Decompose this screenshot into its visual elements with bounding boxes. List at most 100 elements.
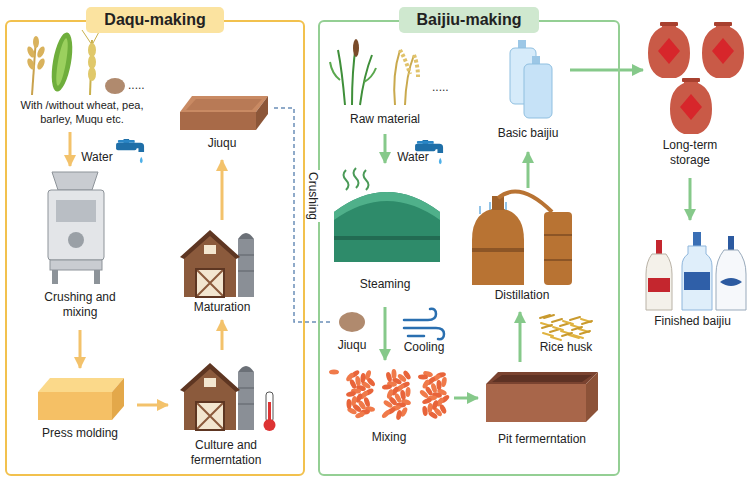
step-caption: With /without wheat, pea, barley, Muqu e… <box>12 98 152 126</box>
flow-arrow <box>221 320 224 350</box>
step-caption: Culture and fermerntation <box>170 438 282 468</box>
panel-title: Daqu-making <box>86 7 223 33</box>
flow-arrow <box>384 134 387 163</box>
basic-baijiu-bottles <box>510 40 552 118</box>
mixed-grains <box>382 399 393 409</box>
step-caption: Finished baijiu <box>635 314 750 329</box>
step-node: Jiuqu <box>172 88 272 158</box>
grain-icons <box>88 55 96 69</box>
ellipsis-label: ..... <box>432 80 449 94</box>
step-caption: Press molding <box>25 426 135 441</box>
jiuqu-brick <box>339 312 365 332</box>
step-node: Press molding <box>25 370 135 448</box>
storage-jars <box>702 22 744 78</box>
step-caption: Maturation <box>172 300 272 315</box>
mixed-grains <box>381 409 392 420</box>
flow-arrow <box>527 152 530 188</box>
steamer-dome <box>334 236 440 240</box>
mixed-grains <box>391 369 396 379</box>
fermentation-pit <box>586 372 598 422</box>
step-caption: Pit fermerntation <box>480 432 604 447</box>
press-molding-block <box>38 378 124 420</box>
jiuqu-tray <box>180 112 256 130</box>
step-caption: Cooling <box>398 340 450 355</box>
step-node: Long-term storage <box>645 18 735 176</box>
step-caption: Basic baijiu <box>488 126 568 141</box>
water-tap <box>116 139 144 163</box>
finished-bottles <box>646 232 746 310</box>
raw-material-plants <box>330 39 418 105</box>
distillation-stills <box>544 234 572 236</box>
crusher-machine <box>48 190 104 260</box>
mixed-grains <box>418 374 428 380</box>
mixed-grains <box>405 387 411 397</box>
step-node: Raw material <box>330 40 440 132</box>
distillation-stills <box>472 208 524 285</box>
step-node: Distillation <box>462 190 582 310</box>
grain-icons <box>88 43 96 57</box>
crusher-machine <box>68 232 84 248</box>
step-caption: Steaming <box>330 277 440 292</box>
flow-arrow <box>137 404 168 407</box>
finished-bottles <box>693 232 701 246</box>
jiuqu-tray <box>180 96 268 130</box>
culture-barn <box>180 363 254 430</box>
grain-icons <box>54 38 70 87</box>
grain-icons <box>88 67 96 81</box>
finished-bottles <box>682 246 712 310</box>
step-node: Crushing and mixing <box>30 168 130 328</box>
storage-jars <box>648 22 690 78</box>
flow-arrow <box>689 178 692 220</box>
flow-arrow <box>384 307 387 360</box>
rice-husk <box>570 317 580 320</box>
mixed-grains <box>346 390 357 397</box>
rice-husk <box>543 333 553 336</box>
flow-arrow <box>454 397 478 400</box>
jiuqu-tray <box>180 96 268 112</box>
step-caption: Jiuqu <box>334 338 370 353</box>
raw-material-plants <box>394 50 414 105</box>
rice-husk <box>542 325 552 328</box>
grain-icons <box>36 57 47 70</box>
step-node: Mixing <box>326 362 452 454</box>
mixed-grains <box>346 399 351 409</box>
step-caption: Rice husk <box>530 340 602 355</box>
step-caption: Mixing <box>326 430 452 445</box>
mixed-grains <box>436 380 442 390</box>
press-molding-block <box>38 378 124 392</box>
step-node: Rice husk <box>530 312 602 358</box>
rice-husk <box>562 333 572 336</box>
rice-husk <box>563 321 573 324</box>
finished-bottles <box>646 254 672 310</box>
wind-icon <box>404 309 444 339</box>
step-node: Pit fermerntation <box>480 364 604 456</box>
flow-arrow <box>79 330 82 368</box>
mixed-grains <box>419 389 430 399</box>
step-caption: Raw material <box>330 112 440 127</box>
crusher-machine <box>56 200 96 222</box>
finished-bottles <box>656 240 662 254</box>
mixed-grains <box>395 410 402 421</box>
water-tap <box>116 139 144 163</box>
mixed-grains <box>329 370 339 375</box>
step-node: Water <box>80 150 114 167</box>
mixed-grains <box>382 384 392 390</box>
process-panel: Daqu-makingWith /without wheat, pea, bar… <box>5 20 305 476</box>
crusher-machine <box>50 260 102 270</box>
fermentation-pit <box>486 372 598 422</box>
grain-icons <box>26 45 37 58</box>
finished-bottles <box>728 236 734 250</box>
raw-material-plants <box>400 50 418 77</box>
step-node: Maturation <box>172 222 272 318</box>
basic-baijiu-bottles <box>532 56 540 64</box>
step-caption: Jiuqu <box>172 136 272 151</box>
jiuqu-brick <box>339 312 365 332</box>
grain-icons <box>26 57 37 70</box>
step-node: Water <box>395 150 431 167</box>
jiuqu-tray <box>186 99 262 110</box>
mixed-grains <box>329 369 450 421</box>
fermentation-pit <box>486 372 598 384</box>
